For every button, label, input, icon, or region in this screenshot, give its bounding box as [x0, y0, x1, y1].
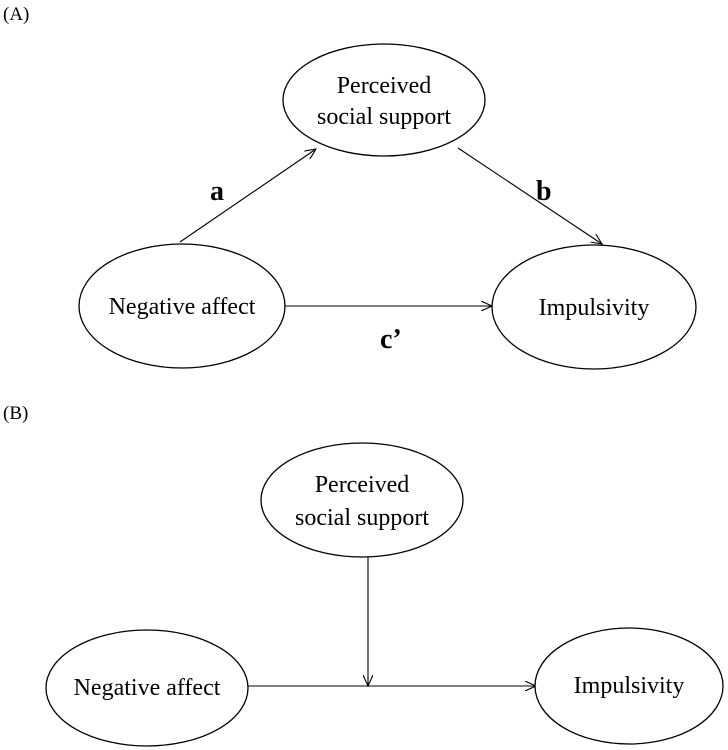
- outcome-ellipse-b: [534, 627, 724, 745]
- predictor-ellipse: [78, 243, 286, 369]
- moderator-label-line2: social support: [295, 505, 429, 531]
- outcome-ellipse: [491, 244, 697, 370]
- mediator-ellipse: [282, 43, 486, 157]
- outcome-label: Impulsivity: [539, 295, 650, 321]
- path-a-arrow: [179, 149, 316, 243]
- panel-b-label: (B): [3, 403, 28, 424]
- moderator-label-line1: Perceived: [315, 472, 410, 498]
- path-c-label: c’: [380, 324, 402, 355]
- panel-a-label: (A): [3, 4, 29, 25]
- predictor-ellipse-b: [45, 629, 249, 747]
- outcome-label-b: Impulsivity: [574, 673, 685, 699]
- path-b-arrow: [457, 147, 602, 244]
- predictor-label: Negative affect: [109, 294, 256, 320]
- path-b-label: b: [536, 176, 552, 207]
- predictor-label-b: Negative affect: [74, 675, 221, 701]
- mediator-label-line2: social support: [317, 104, 451, 130]
- mediator-label-line1: Perceived: [337, 73, 432, 99]
- moderator-ellipse: [260, 442, 464, 558]
- path-a-label: a: [210, 176, 224, 207]
